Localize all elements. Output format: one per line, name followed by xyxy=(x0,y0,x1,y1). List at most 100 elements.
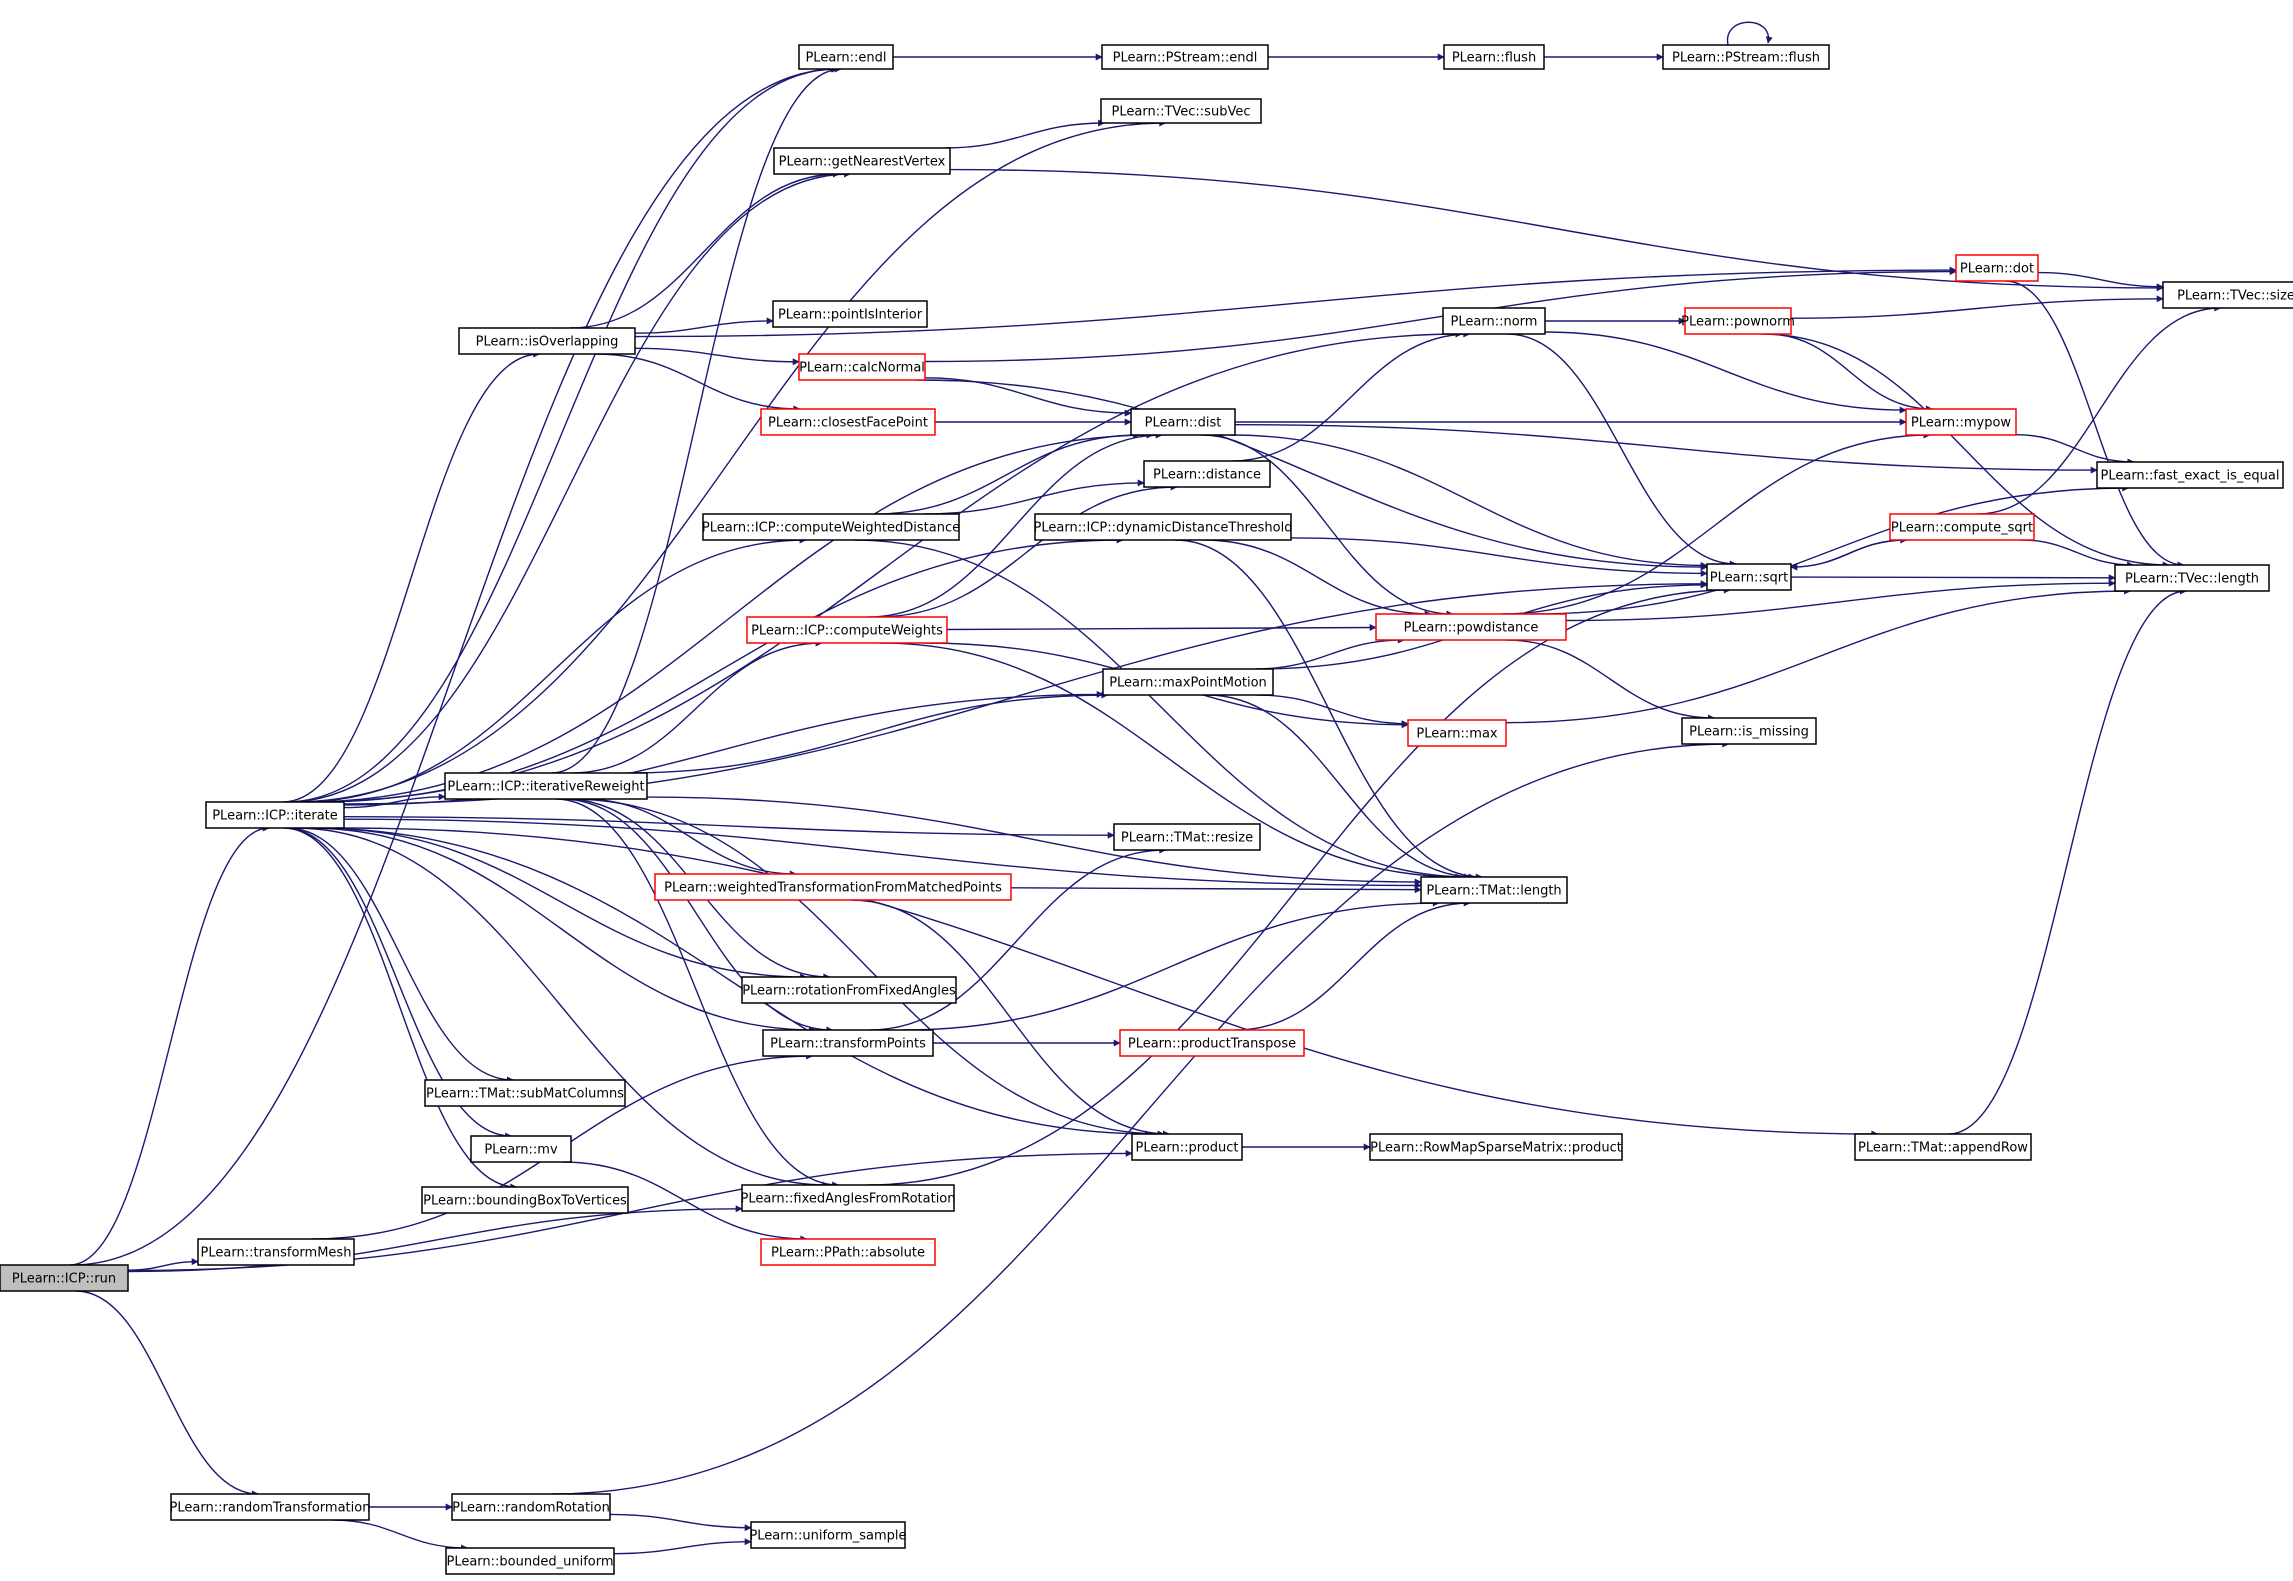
node-rtrans[interactable]: PLearn::randomTransformation xyxy=(170,1493,371,1521)
node-rrot[interactable]: PLearn::randomRotation xyxy=(451,1493,611,1521)
node-box xyxy=(1706,563,1792,591)
node-label: PLearn::TMat::resize xyxy=(1121,831,1253,846)
node-mv[interactable]: PLearn::mv xyxy=(470,1135,572,1163)
node-label: PLearn::randomRotation xyxy=(452,1501,610,1516)
edge-mypow-to-feie xyxy=(2015,434,2135,466)
node-mpm[interactable]: PLearn::maxPointMotion xyxy=(1102,668,1274,696)
node-tmresize[interactable]: PLearn::TMat::resize xyxy=(1113,823,1261,851)
node-label: PLearn::rotationFromFixedAngles xyxy=(742,984,956,999)
edge-mpm-to-tmlen xyxy=(1207,694,1476,881)
node-box xyxy=(741,1184,955,1212)
edge-pownorm-to-tvsize xyxy=(1790,295,2164,319)
node-pabs[interactable]: PLearn::PPath::absolute xyxy=(760,1238,936,1266)
node-mypow[interactable]: PLearn::mypow xyxy=(1905,408,2017,436)
edge-rrot-to-unis xyxy=(609,1513,752,1532)
node-flush[interactable]: PLearn::flush xyxy=(1443,44,1545,70)
node-wtf[interactable]: PLearn::weightedTransformationFromMatche… xyxy=(654,873,1012,901)
node-bbtv[interactable]: PLearn::boundingBoxToVertices xyxy=(421,1186,629,1214)
edge-mv-to-pabs xyxy=(562,1161,808,1243)
edge-irw-to-cw xyxy=(571,639,823,774)
node-label: PLearn::mypow xyxy=(1911,416,2011,431)
node-label: PLearn::bounded_uniform xyxy=(446,1555,613,1570)
node-label: PLearn::productTranspose xyxy=(1128,1037,1296,1052)
node-dist[interactable]: PLearn::dist xyxy=(1130,408,1236,436)
node-appendrow[interactable]: PLearn::TMat::appendRow xyxy=(1854,1133,2032,1161)
node-ptr[interactable]: PLearn::productTranspose xyxy=(1119,1029,1305,1057)
node-rmsp[interactable]: PLearn::RowMapSparseMatrix::product xyxy=(1369,1133,1623,1161)
node-csqrt[interactable]: PLearn::compute_sqrt xyxy=(1889,513,2035,541)
node-box xyxy=(451,1493,611,1521)
node-pendl[interactable]: PLearn::PStream::endl xyxy=(1101,44,1269,70)
node-dot[interactable]: PLearn::dot xyxy=(1955,254,2039,282)
node-tp[interactable]: PLearn::transformPoints xyxy=(762,1029,934,1057)
node-tvsize[interactable]: PLearn::TVec::size xyxy=(2162,281,2293,309)
node-tvlen[interactable]: PLearn::TVec::length xyxy=(2114,564,2270,592)
node-cw[interactable]: PLearn::ICP::computeWeights xyxy=(746,616,948,644)
node-tmesh[interactable]: PLearn::transformMesh xyxy=(197,1238,355,1266)
edge-iterate-to-irw xyxy=(343,793,446,809)
edge-mpm-to-powd xyxy=(1254,636,1405,670)
edge-isover-to-dot xyxy=(634,266,1957,338)
node-pii[interactable]: PLearn::pointIsInterior xyxy=(772,300,928,328)
node-pownorm[interactable]: PLearn::pownorm xyxy=(1681,307,1795,335)
node-box xyxy=(750,1521,906,1549)
edge-iterate-to-fafr xyxy=(294,827,830,1189)
node-endl[interactable]: PLearn::endl xyxy=(798,44,894,70)
node-irw[interactable]: PLearn::ICP::iterativeReweight xyxy=(444,772,648,800)
edge-iterate-to-tp xyxy=(307,827,816,1034)
node-box xyxy=(1905,408,2017,436)
node-sqrt[interactable]: PLearn::sqrt xyxy=(1706,563,1792,591)
node-label: PLearn::PStream::endl xyxy=(1113,51,1258,66)
edge-rrot-to-ismiss xyxy=(551,740,1730,1495)
node-box xyxy=(1681,717,1817,745)
node-iterate[interactable]: PLearn::ICP::iterate xyxy=(205,801,345,829)
node-smc[interactable]: PLearn::TMat::subMatColumns xyxy=(424,1079,626,1107)
node-distance[interactable]: PLearn::distance xyxy=(1143,460,1271,488)
edge-iterate-to-gnv xyxy=(286,170,851,803)
edge-tp-to-tmresize xyxy=(869,846,1167,1031)
node-ismiss[interactable]: PLearn::is_missing xyxy=(1681,717,1817,745)
edge-irw-to-tmlen xyxy=(646,796,1422,886)
node-run[interactable]: PLearn::ICP::run xyxy=(0,1264,129,1292)
node-powd[interactable]: PLearn::powdistance xyxy=(1375,613,1567,641)
node-box xyxy=(798,353,926,381)
node-pflush[interactable]: PLearn::PStream::flush xyxy=(1662,44,1830,70)
node-box xyxy=(762,1029,934,1057)
node-label: PLearn::transformMesh xyxy=(201,1246,352,1261)
node-ddt[interactable]: PLearn::ICP::dynamicDistanceThreshold xyxy=(1034,513,1293,541)
node-rffa[interactable]: PLearn::rotationFromFixedAngles xyxy=(741,976,957,1004)
node-subvec[interactable]: PLearn::TVec::subVec xyxy=(1100,98,1262,124)
node-bunif[interactable]: PLearn::bounded_uniform xyxy=(445,1547,615,1575)
node-cwd[interactable]: PLearn::ICP::computeWeightedDistance xyxy=(702,513,960,541)
node-max[interactable]: PLearn::max xyxy=(1407,719,1507,747)
edge-isover-to-cfp xyxy=(595,353,801,413)
node-label: PLearn::RowMapSparseMatrix::product xyxy=(1370,1141,1622,1156)
node-cfp[interactable]: PLearn::closestFacePoint xyxy=(760,408,936,436)
node-fafr[interactable]: PLearn::fixedAnglesFromRotation xyxy=(740,1184,956,1212)
node-gnv[interactable]: PLearn::getNearestVertex xyxy=(773,147,951,175)
edge-ddt-to-powd xyxy=(1202,539,1432,618)
edge-iterate-to-appendrow xyxy=(340,827,1879,1138)
node-product[interactable]: PLearn::product xyxy=(1131,1133,1243,1161)
edge-iterate-to-tmlen xyxy=(343,818,1422,889)
node-isover[interactable]: PLearn::isOverlapping xyxy=(458,327,636,355)
node-box xyxy=(1375,613,1567,641)
node-unis[interactable]: PLearn::uniform_sample xyxy=(749,1521,907,1549)
node-box xyxy=(1662,44,1830,70)
node-norm[interactable]: PLearn::norm xyxy=(1442,307,1546,335)
edge-csqrt-to-tvlen xyxy=(2020,539,2135,569)
edge-tp-to-tmlen xyxy=(902,899,1440,1031)
node-label: PLearn::ICP::computeWeightedDistance xyxy=(702,521,960,536)
node-tmlen[interactable]: PLearn::TMat::length xyxy=(1420,876,1568,904)
node-label: PLearn::ICP::dynamicDistanceThreshold xyxy=(1034,521,1293,536)
edge-calcn-to-sqrt xyxy=(916,379,1708,571)
node-box xyxy=(424,1079,626,1107)
edge-csqrt-to-sqrt xyxy=(1790,539,1907,571)
edge-layer xyxy=(69,21,2222,1555)
node-box xyxy=(746,616,948,644)
node-feie[interactable]: PLearn::fast_exact_is_equal xyxy=(2096,461,2284,489)
node-box xyxy=(1101,44,1269,70)
node-label: PLearn::ICP::iterativeReweight xyxy=(447,780,644,795)
node-calcn[interactable]: PLearn::calcNormal xyxy=(798,353,926,381)
node-box xyxy=(0,1264,129,1292)
